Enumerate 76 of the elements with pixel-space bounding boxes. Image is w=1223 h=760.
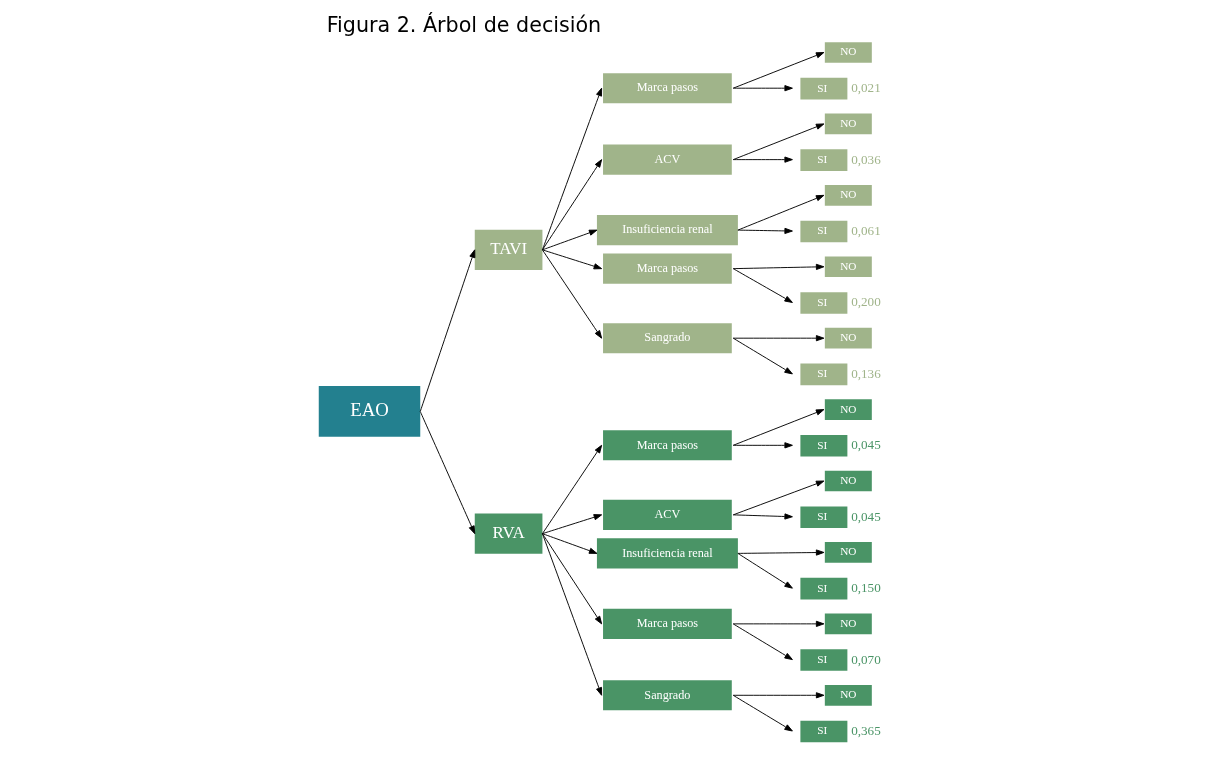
node-box: ACV	[603, 499, 732, 530]
node-box: Marca pasos	[603, 253, 732, 284]
node-box: NO	[824, 470, 872, 492]
node-label: 0,045	[851, 437, 881, 453]
node-box: Sangrado	[603, 680, 732, 711]
arrow	[732, 409, 825, 446]
arrow	[541, 229, 598, 251]
node-label: 0,070	[851, 651, 881, 667]
node-box: SI	[800, 435, 848, 457]
arrow	[732, 337, 793, 375]
node-box: Marca pasos	[603, 73, 732, 104]
node-label: 0,036	[851, 151, 881, 167]
node-box: SI	[800, 577, 848, 600]
arrow	[737, 194, 825, 231]
node-box: SI	[800, 77, 848, 100]
arrow	[732, 692, 825, 699]
node-box: Insuficiencia renal	[596, 538, 738, 569]
arrow	[541, 249, 603, 339]
node-box: RVA	[474, 513, 543, 554]
arrow	[419, 249, 476, 412]
arrow	[732, 156, 793, 163]
node-box: TAVI	[474, 229, 543, 271]
node-box: SI	[800, 649, 848, 671]
arrow	[732, 694, 793, 732]
arrow	[541, 533, 603, 696]
node-box: NO	[824, 542, 872, 563]
node-label: 0,136	[851, 365, 881, 381]
arrow	[732, 623, 793, 661]
node-label: 0,061	[851, 222, 881, 238]
node-box: SI	[800, 292, 848, 314]
arrow	[541, 159, 603, 251]
arrow	[732, 620, 825, 627]
node-box: NO	[824, 613, 872, 635]
arrow	[737, 227, 793, 234]
arrow	[732, 335, 825, 342]
arrow	[541, 87, 603, 251]
node-label: 0,150	[851, 580, 881, 596]
arrow	[732, 263, 825, 271]
node-box: Insuficiencia renal	[596, 215, 738, 246]
arrow	[732, 52, 825, 89]
arrow	[732, 480, 825, 516]
arrow	[737, 549, 825, 556]
node-box: NO	[824, 42, 872, 63]
node-box: NO	[824, 327, 872, 349]
node-box: SI	[800, 720, 848, 743]
node-box: SI	[800, 220, 848, 243]
arrow	[732, 513, 793, 520]
node-box: NO	[824, 684, 872, 706]
node-box: SI	[800, 506, 848, 528]
node-box: Marca pasos	[603, 430, 732, 461]
arrow	[732, 123, 825, 161]
node-label: 0,021	[851, 80, 881, 96]
arrow	[541, 444, 603, 535]
diagram-title: Figura 2. Árbol de decisión	[326, 13, 602, 38]
node-label: 0,200	[851, 294, 881, 310]
arrow	[541, 533, 603, 625]
arrow	[732, 268, 793, 303]
arrow	[732, 442, 793, 449]
node-box: EAO	[318, 386, 421, 437]
arrow	[419, 411, 476, 535]
node-box: NO	[824, 113, 872, 135]
node-box: ACV	[603, 144, 732, 175]
node-box: NO	[824, 399, 872, 420]
node-label: 0,365	[851, 722, 881, 738]
node-label: 0,045	[851, 508, 881, 524]
node-box: SI	[800, 363, 848, 386]
node-box: Sangrado	[603, 323, 732, 354]
arrow	[737, 552, 793, 589]
arrow	[541, 249, 603, 270]
node-box: Marca pasos	[603, 608, 732, 639]
node-box: NO	[824, 185, 872, 206]
node-box: SI	[800, 149, 848, 171]
arrow	[541, 514, 603, 535]
node-box: NO	[824, 256, 872, 278]
arrow	[541, 533, 598, 554]
arrow	[732, 85, 793, 92]
